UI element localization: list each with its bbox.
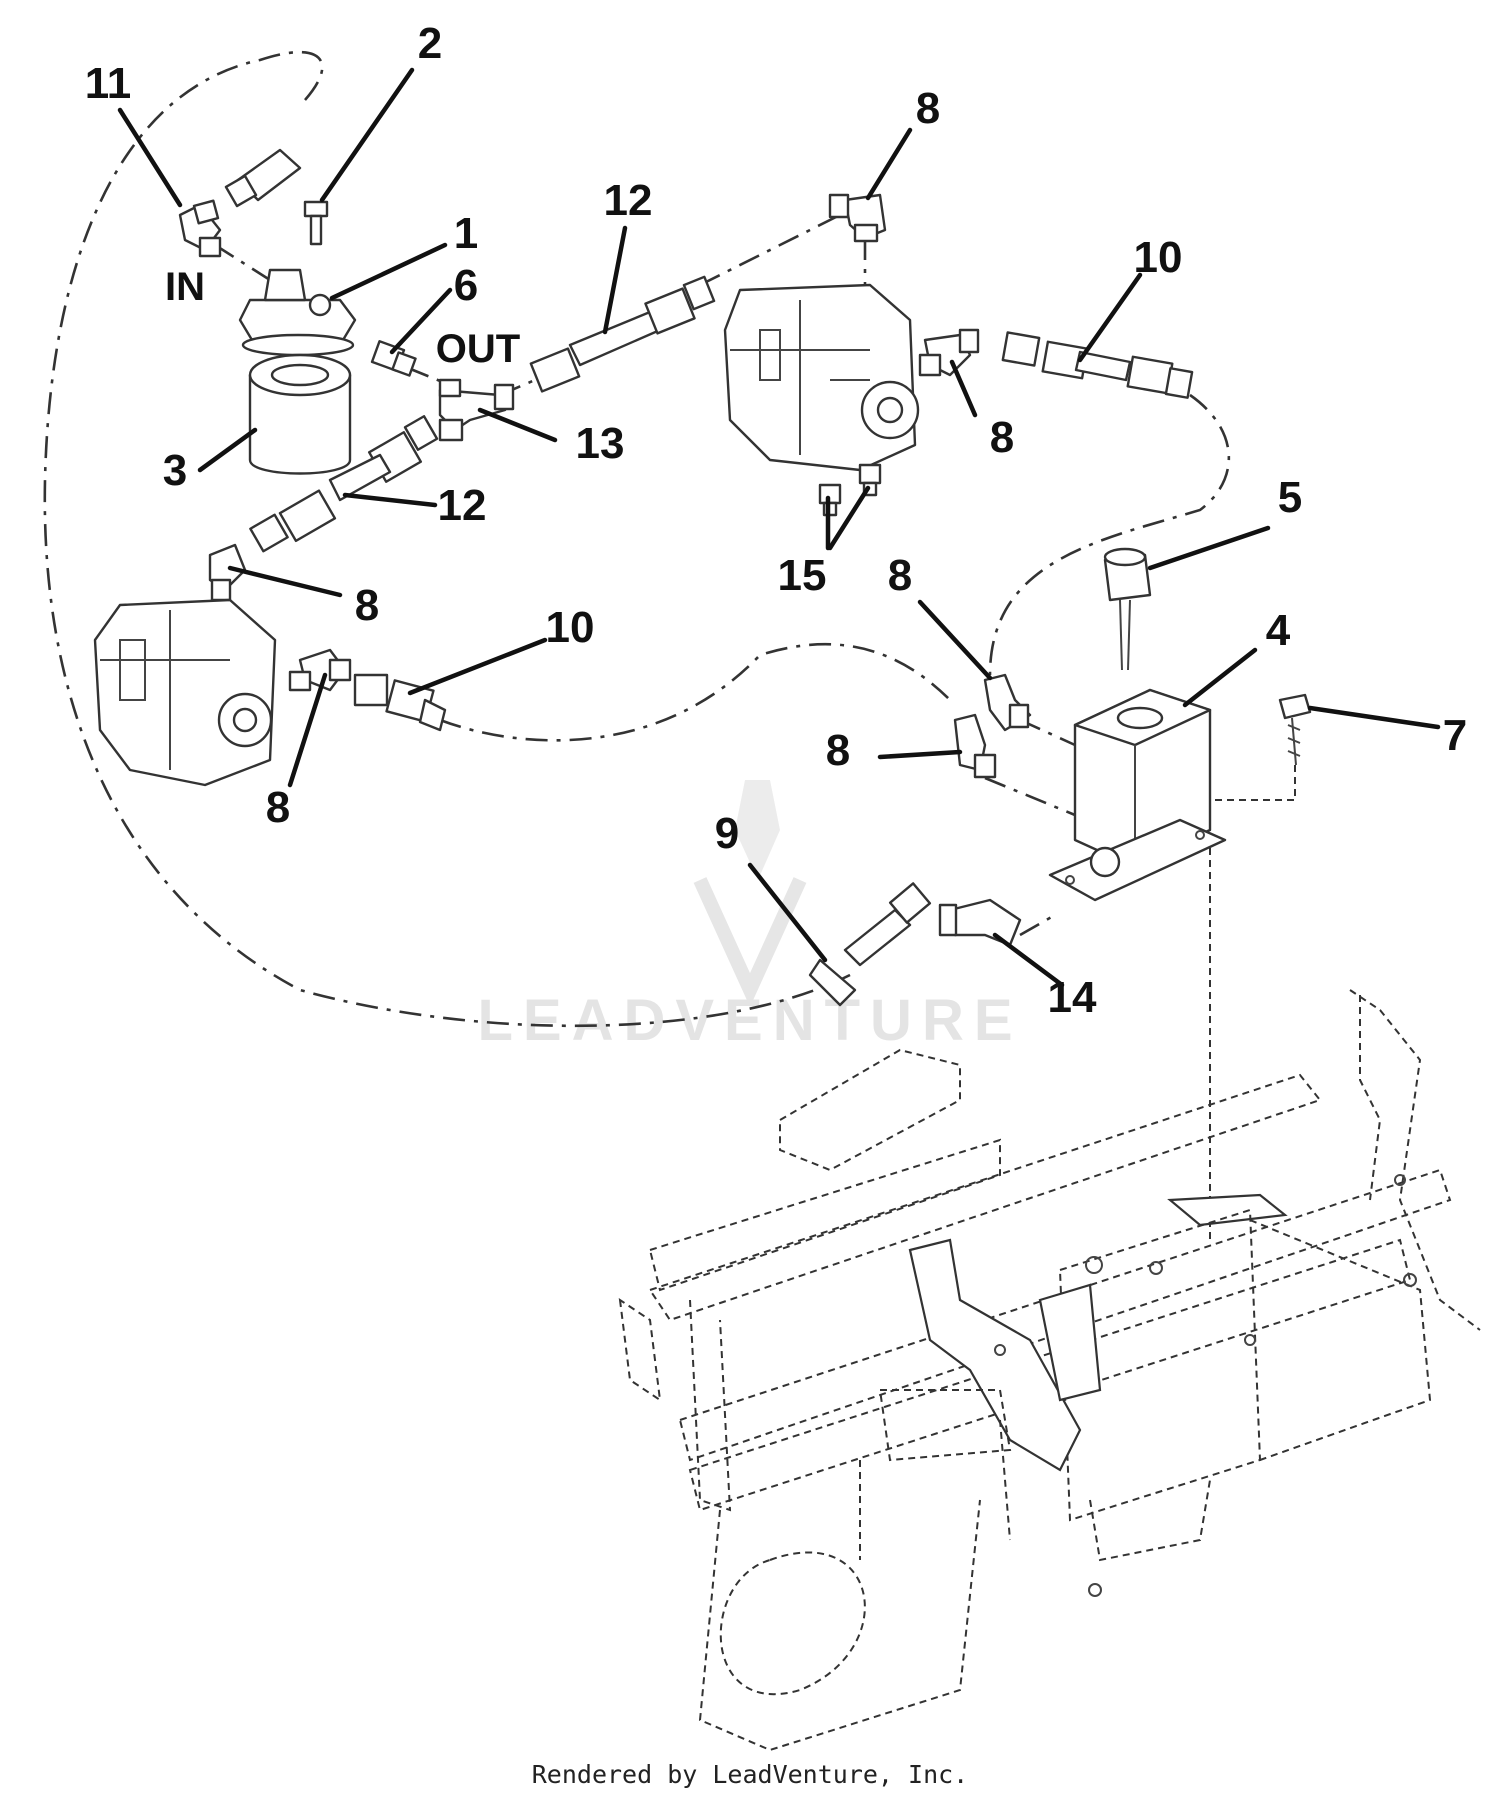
chassis-frame <box>618 989 1481 1752</box>
callout-8-top: 8 <box>916 84 940 133</box>
callout-15: 15 <box>778 551 827 600</box>
elbow-fitting-8-tank-lower <box>953 713 997 779</box>
hydraulic-reservoir <box>1048 688 1227 902</box>
callout-9: 9 <box>715 809 739 858</box>
hose-12-upper <box>529 275 716 393</box>
callout-13: 13 <box>576 419 625 468</box>
callout-6: 6 <box>454 261 478 310</box>
callout-8-lower-left-top: 8 <box>355 581 379 630</box>
bolt-2 <box>303 200 329 246</box>
callout-12-lower: 12 <box>438 481 487 530</box>
callout-14: 14 <box>1048 973 1097 1022</box>
hydraulic-pump-lower <box>93 598 277 787</box>
elbow-fitting-11 <box>178 199 222 258</box>
leader-lines <box>117 67 1441 988</box>
elbow-fitting-8-lower-left-right <box>288 648 352 692</box>
watermark: LEADVENTURE <box>477 780 1022 1053</box>
filter-head <box>238 268 357 357</box>
callout-7: 7 <box>1443 711 1467 760</box>
callout-8-lower-left-right: 8 <box>266 783 290 832</box>
callout-labels: 11 2 1 6 3 13 12 12 8 8 10 15 8 10 8 8 8… <box>85 19 1468 1022</box>
callout-2: 2 <box>418 19 442 68</box>
hose-9 <box>808 882 932 1007</box>
dipstick-cap-5 <box>1103 547 1152 671</box>
callout-4: 4 <box>1266 606 1291 655</box>
callout-8-tank-upper: 8 <box>888 551 912 600</box>
bolt-7 <box>1278 693 1312 766</box>
callout-8-pump-right: 8 <box>990 413 1014 462</box>
callout-12-upper: 12 <box>604 176 653 225</box>
hose-10-right <box>1001 331 1194 399</box>
hose-end-upper <box>224 148 302 208</box>
hydraulic-pump-upper <box>723 283 920 472</box>
render-credit: Rendered by LeadVenture, Inc. <box>531 1760 969 1789</box>
callout-10-left: 10 <box>546 603 595 652</box>
callout-10-right: 10 <box>1134 233 1183 282</box>
callout-8-tank-lower: 8 <box>826 726 850 775</box>
callout-11: 11 <box>85 59 132 108</box>
elbow-fitting-8-pump-right <box>918 328 980 377</box>
elbow-fitting-8-top <box>828 193 887 243</box>
watermark-text: LEADVENTURE <box>477 988 1022 1053</box>
callout-3: 3 <box>163 446 187 495</box>
tee-fitting-13 <box>438 378 515 442</box>
callout-1: 1 <box>454 209 478 258</box>
flow-label-out: OUT <box>436 327 520 371</box>
fitting-6 <box>370 340 417 377</box>
filter-cartridge <box>248 353 352 475</box>
callout-5: 5 <box>1278 473 1302 522</box>
elbow-fitting-8-tank-upper <box>983 673 1032 732</box>
hose-12-lower <box>249 415 439 553</box>
flow-label-in: IN <box>165 265 205 309</box>
hose-lines <box>43 50 1296 1240</box>
elbow-fitting-14 <box>938 898 1022 947</box>
